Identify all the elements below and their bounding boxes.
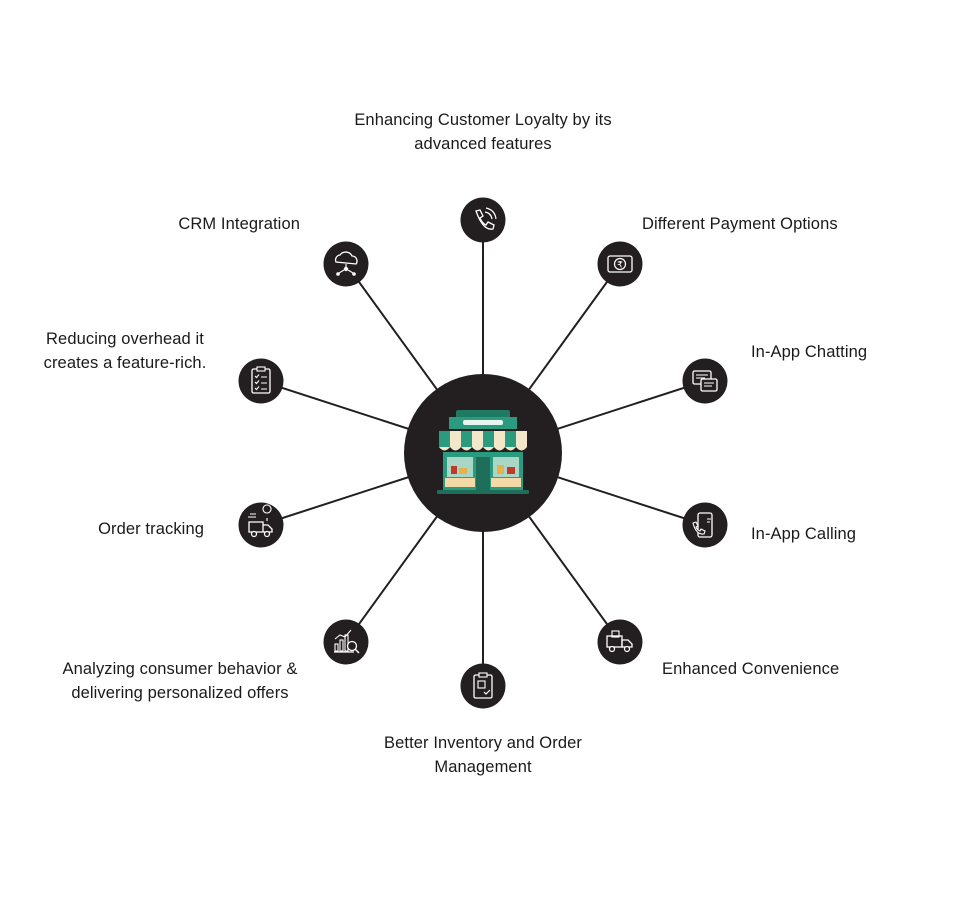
- inventory-clipboard-icon: [473, 672, 493, 699]
- checklist-icon: [251, 366, 271, 394]
- node-in-app-chatting: [682, 358, 728, 404]
- rupee-banknote-icon: ₹: [607, 255, 633, 273]
- label-crm-integration: CRM Integration: [178, 215, 300, 233]
- cloud-network-icon: [334, 251, 358, 276]
- node-payment-options: ₹: [597, 241, 643, 287]
- tracking-van-icon: [248, 504, 273, 538]
- node-enhanced-convenience: [597, 619, 643, 665]
- node-customer-loyalty: [460, 197, 506, 243]
- node-reducing-overhead: [238, 358, 284, 404]
- node-consumer-behavior: [323, 619, 369, 665]
- phone-call-app-icon: [692, 512, 713, 538]
- label-payment-options: Different Payment Options: [642, 215, 838, 233]
- phone-call-icon: [475, 207, 497, 230]
- label-in-app-calling: In-App Calling: [751, 525, 857, 543]
- label-enhanced-convenience: Enhanced Convenience: [662, 660, 840, 678]
- hub: [404, 374, 562, 532]
- node-in-app-calling: [682, 502, 728, 548]
- label-in-app-chatting: In-App Chatting: [751, 343, 868, 361]
- feature-nodes: ₹: [238, 197, 728, 709]
- node-crm-integration: [323, 241, 369, 287]
- node-inventory-management: [460, 663, 506, 709]
- label-consumer-behavior: Analyzing consumer behavior &delivering …: [62, 660, 298, 702]
- svg-text:₹: ₹: [617, 261, 623, 271]
- label-order-tracking: Order tracking: [98, 520, 204, 538]
- chat-messages-icon: [692, 370, 718, 392]
- storefront-icon: [437, 410, 529, 494]
- analytics-search-icon: [334, 629, 360, 654]
- delivery-truck-icon: [606, 630, 633, 653]
- node-order-tracking: [238, 502, 284, 548]
